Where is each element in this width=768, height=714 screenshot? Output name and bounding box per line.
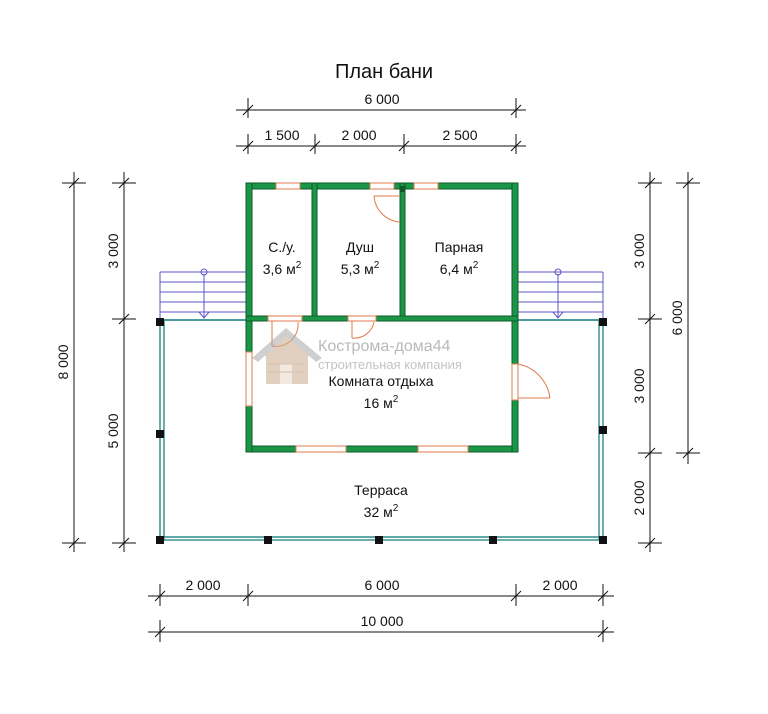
bottom-dimensions: 2 000 6 000 2 000 10 000 [148, 577, 614, 642]
terrace-posts [156, 318, 607, 544]
room-terrace-area: 32 м2 [364, 503, 399, 520]
room-steam-area: 6,4 м2 [440, 260, 479, 277]
dim-bottom-total: 10 000 [361, 613, 404, 629]
room-shower-area: 5,3 м2 [341, 260, 380, 277]
room-shower-name: Душ [346, 239, 374, 255]
dim-top-seg1: 1 500 [264, 127, 299, 143]
dim-right-mid: 3 000 [631, 368, 647, 403]
room-rest-name: Комната отдыха [329, 373, 434, 389]
dim-right-upper: 3 000 [631, 233, 647, 268]
dim-left-upper: 3 000 [105, 233, 121, 268]
dim-bottom-left: 2 000 [185, 577, 220, 593]
dim-bottom-right: 2 000 [542, 577, 577, 593]
dim-top-total: 6 000 [364, 91, 399, 107]
dim-right-total: 6 000 [669, 300, 685, 335]
right-dimensions [638, 172, 700, 552]
dim-right-lower: 2 000 [631, 480, 647, 515]
dim-top-seg2: 2 000 [341, 127, 376, 143]
room-steam-name: Парная [435, 239, 484, 255]
dim-bottom-mid: 6 000 [364, 577, 399, 593]
left-dimensions [62, 172, 136, 552]
room-wc-area: 3,6 м2 [263, 260, 302, 277]
openings [245, 182, 551, 453]
plan-title: План бани [335, 61, 433, 83]
watermark: Кострома-дома44 строительная компания [252, 328, 462, 384]
room-terrace-name: Терраса [354, 482, 408, 498]
top-dimensions: 6 000 1 500 2 000 2 500 [236, 91, 526, 154]
dim-top-seg3: 2 500 [442, 127, 477, 143]
dim-left-total: 8 000 [55, 344, 71, 379]
house-logo-icon [252, 328, 322, 384]
stairs-right [516, 268, 604, 320]
dim-left-lower: 5 000 [105, 413, 121, 448]
stairs-left [159, 268, 248, 320]
room-wc-name: С./у. [268, 239, 295, 255]
watermark-sub: строительная компания [318, 357, 462, 372]
room-rest-area: 16 м2 [364, 394, 399, 411]
watermark-name: Кострома-дома44 [318, 338, 451, 355]
room-labels: С./у. 3,6 м2 Душ 5,3 м2 Парная 6,4 м2 Ко… [263, 239, 484, 520]
